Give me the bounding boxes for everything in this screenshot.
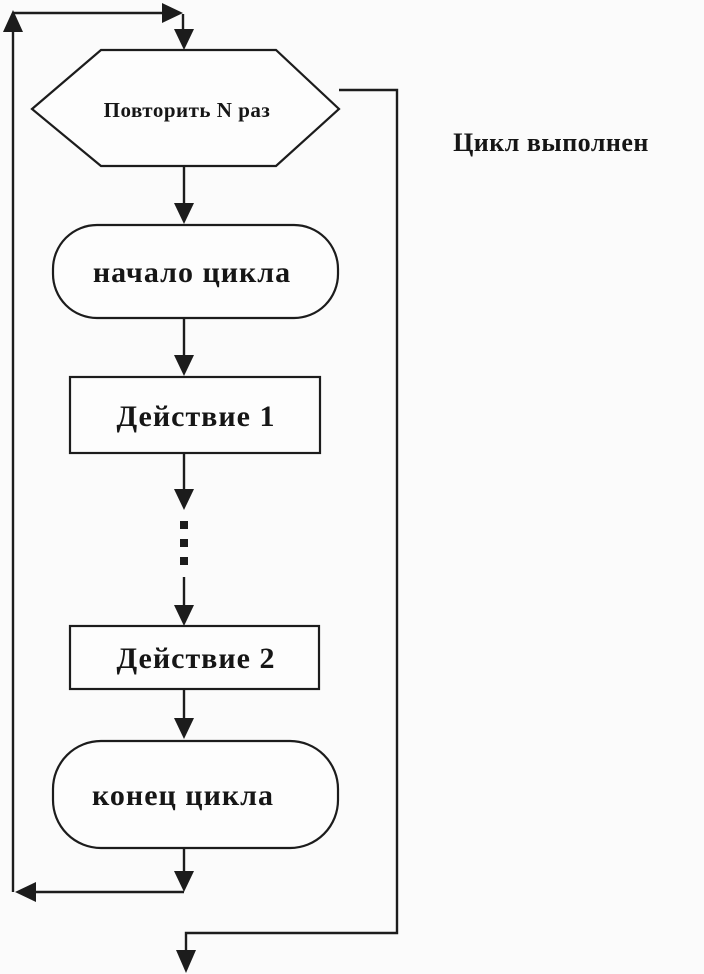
arrowhead-left-icon — [15, 882, 36, 902]
rect-shape — [68, 375, 322, 455]
ellipsis-dots-icon — [180, 521, 188, 565]
arrowhead-right-icon — [162, 3, 183, 23]
arrowhead-down-icon — [174, 203, 194, 224]
exit-route-segment — [184, 88, 399, 951]
arrowhead-down-icon — [174, 718, 194, 739]
main-flow-arrows — [174, 167, 194, 892]
exit-path — [176, 88, 399, 973]
node-action-2: Действие 2 — [68, 624, 321, 691]
node-label: конец цикла — [92, 779, 274, 812]
loop-done-annotation: Цикл выполнен — [453, 128, 649, 157]
node-label: Действие 1 — [117, 400, 276, 433]
rounded-rect-shape — [51, 739, 340, 850]
rounded-rect-shape — [51, 223, 340, 320]
arrowhead-up-icon — [3, 10, 23, 32]
hexagon-shape — [30, 48, 341, 168]
arrowhead-into-hexagon-icon — [174, 29, 194, 50]
arrowhead-exit-down-icon — [176, 950, 196, 973]
node-loop-end: конец цикла — [51, 739, 340, 850]
loop-back-path — [3, 3, 194, 902]
node-label: Повторить N раз — [104, 98, 271, 122]
node-loop-start: начало цикла — [51, 223, 340, 320]
ellipsis-dot — [180, 521, 188, 529]
node-repeat-n-times: Повторить N раз — [30, 48, 341, 168]
arrowhead-down-icon — [174, 871, 194, 892]
arrowhead-down-icon — [174, 355, 194, 376]
node-label: начало цикла — [93, 256, 291, 289]
arrowhead-down-icon — [174, 605, 194, 626]
ellipsis-dot — [180, 539, 188, 547]
node-label: Действие 2 — [117, 642, 276, 675]
node-action-1: Действие 1 — [68, 375, 322, 455]
rect-shape — [68, 624, 321, 691]
ellipsis-dot — [180, 557, 188, 565]
arrowhead-down-icon — [174, 489, 194, 510]
